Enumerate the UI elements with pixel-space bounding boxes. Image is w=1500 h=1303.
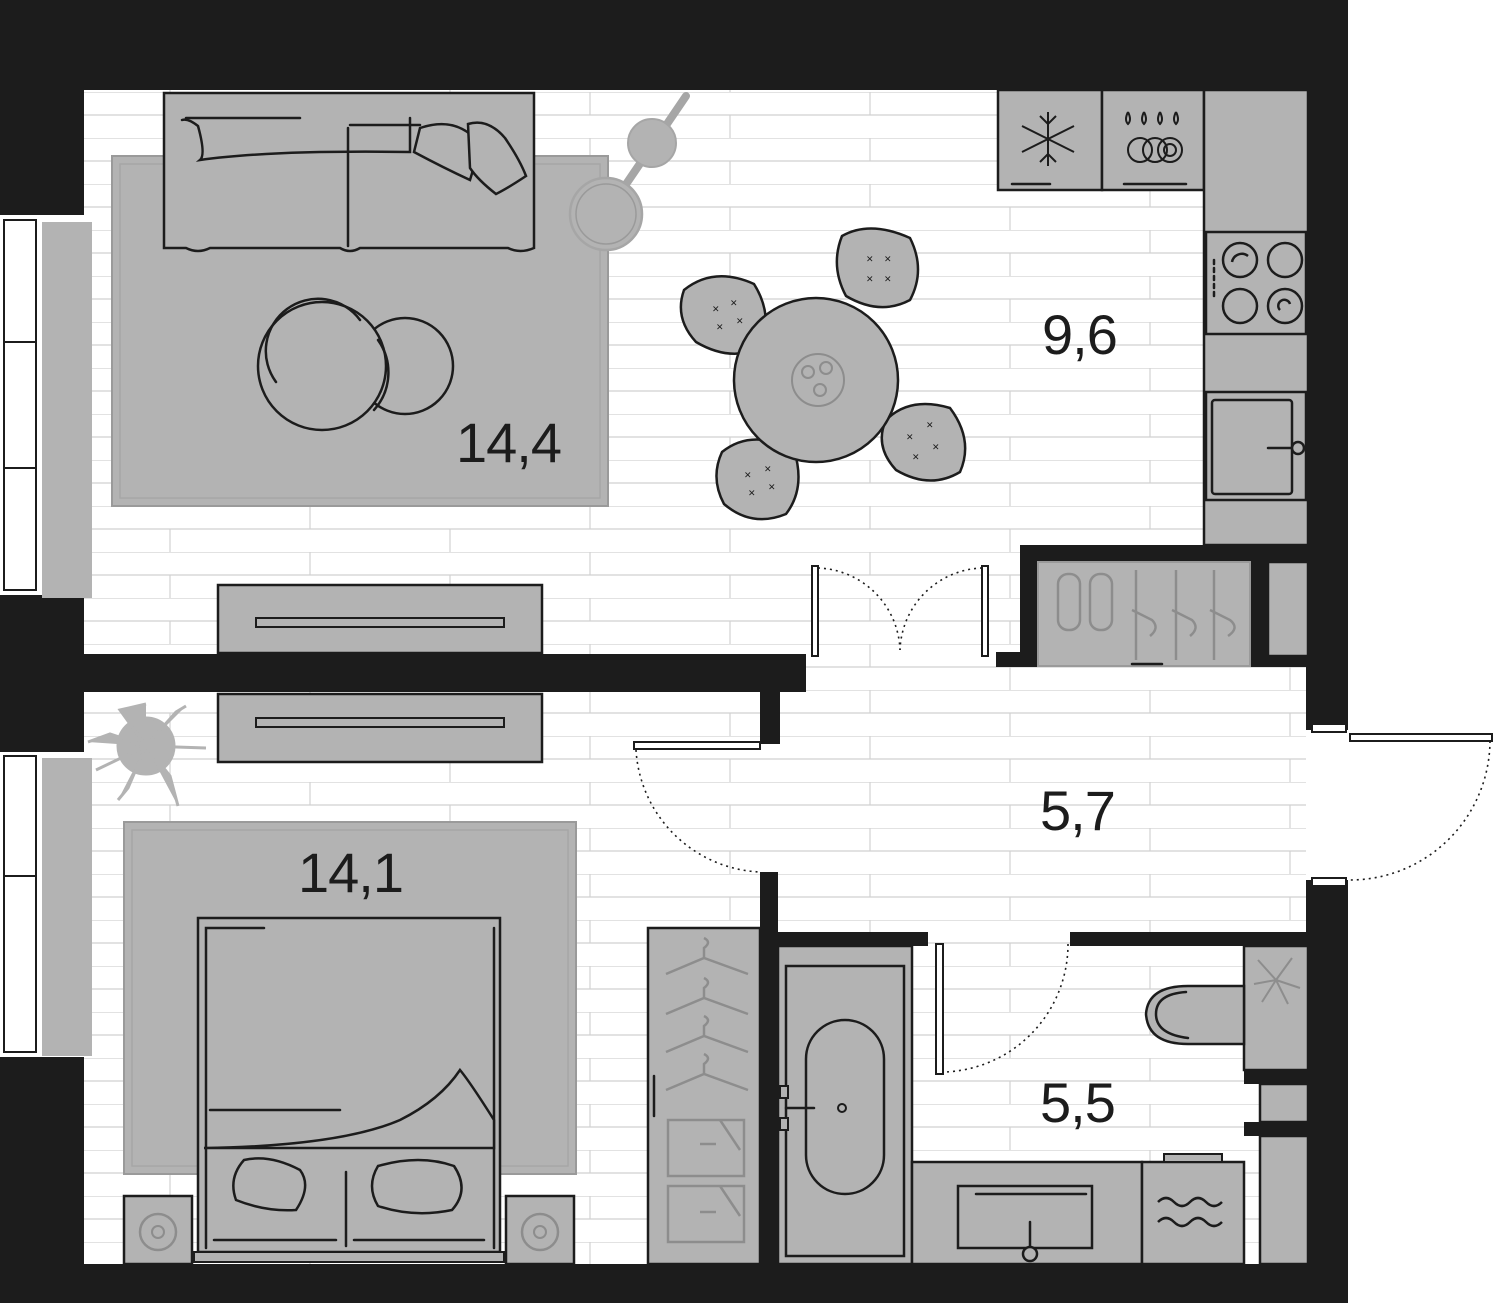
svg-text:✕: ✕ xyxy=(730,298,738,308)
bathroom-shelf xyxy=(1258,1134,1310,1266)
entrance-door xyxy=(1306,723,1493,887)
kitchen-sink xyxy=(1204,390,1308,502)
area-bathroom: 5,5 xyxy=(1040,1071,1115,1134)
plant-icon xyxy=(87,702,207,807)
svg-text:✕: ✕ xyxy=(744,470,752,480)
washing-machine-icon xyxy=(1157,1196,1223,1228)
bathroom-cabinet xyxy=(1258,1082,1310,1124)
area-bedroom: 14,1 xyxy=(298,841,403,904)
window-bedroom xyxy=(0,752,92,1057)
bed xyxy=(193,916,505,1263)
bathroom-sink xyxy=(910,1160,1144,1266)
nightstand-right xyxy=(504,1194,576,1266)
kitchen: ✕ ✕ ✕ ✕ ✕ ✕ ✕ ✕ ✕ ✕ ✕ ✕ ✕ ✕ ✕ ✕ 9,6 xyxy=(679,88,1310,547)
stove xyxy=(1204,230,1308,336)
svg-text:✕: ✕ xyxy=(764,464,772,474)
living-room: 14,4 xyxy=(111,91,690,655)
svg-text:✕: ✕ xyxy=(926,420,934,430)
fridge xyxy=(996,88,1104,192)
table-decor xyxy=(791,353,845,407)
floor-lamp xyxy=(568,92,690,252)
bathroom-door xyxy=(935,943,1069,1075)
chair-top: ✕ ✕ ✕ ✕ xyxy=(835,227,920,309)
svg-text:✕: ✕ xyxy=(748,488,756,498)
area-hallway: 5,7 xyxy=(1040,779,1115,842)
dining-set: ✕ ✕ ✕ ✕ ✕ ✕ ✕ ✕ ✕ ✕ ✕ ✕ ✕ ✕ ✕ ✕ xyxy=(679,227,967,521)
coffee-tables xyxy=(256,297,455,432)
svg-text:✕: ✕ xyxy=(866,254,874,264)
sofa xyxy=(162,91,536,253)
chair-bottom-left: ✕ ✕ ✕ ✕ xyxy=(715,438,800,521)
washing-machine xyxy=(1140,1153,1246,1266)
bedroom-door xyxy=(633,741,761,873)
svg-text:✕: ✕ xyxy=(712,304,720,314)
bedroom: 14,1 xyxy=(87,692,762,1266)
hanger-icons xyxy=(1131,570,1236,660)
snowflake-icon xyxy=(1021,112,1075,166)
svg-text:✕: ✕ xyxy=(884,254,892,264)
dishwasher-icon xyxy=(1125,111,1183,163)
wardrobe xyxy=(646,926,762,1266)
svg-text:✕: ✕ xyxy=(866,274,874,284)
svg-text:✕: ✕ xyxy=(906,432,914,442)
hall-closet xyxy=(1037,560,1310,667)
tv-console-bedroom xyxy=(216,692,544,764)
tv-console xyxy=(216,583,544,655)
svg-text:✕: ✕ xyxy=(932,442,940,452)
bathtub xyxy=(776,944,914,1266)
dining-table xyxy=(732,296,900,464)
chair-right: ✕ ✕ ✕ ✕ xyxy=(880,402,967,482)
svg-text:✕: ✕ xyxy=(716,322,724,332)
nightstand-left xyxy=(122,1194,194,1266)
dishwasher xyxy=(1100,88,1206,192)
shoes-icon xyxy=(1056,572,1114,632)
area-living-room: 14,4 xyxy=(456,411,561,474)
svg-text:✕: ✕ xyxy=(768,482,776,492)
plant-icon xyxy=(1253,957,1301,1005)
stove-icon xyxy=(1221,241,1304,325)
svg-text:✕: ✕ xyxy=(736,316,744,326)
bathroom: 5,5 xyxy=(776,944,1310,1266)
living-doors xyxy=(811,565,989,657)
window-living xyxy=(0,215,92,598)
area-kitchen: 9,6 xyxy=(1042,303,1117,366)
svg-text:✕: ✕ xyxy=(884,274,892,284)
toilet xyxy=(1144,944,1310,1072)
svg-text:✕: ✕ xyxy=(912,452,920,462)
hanger-icons xyxy=(665,936,749,1244)
